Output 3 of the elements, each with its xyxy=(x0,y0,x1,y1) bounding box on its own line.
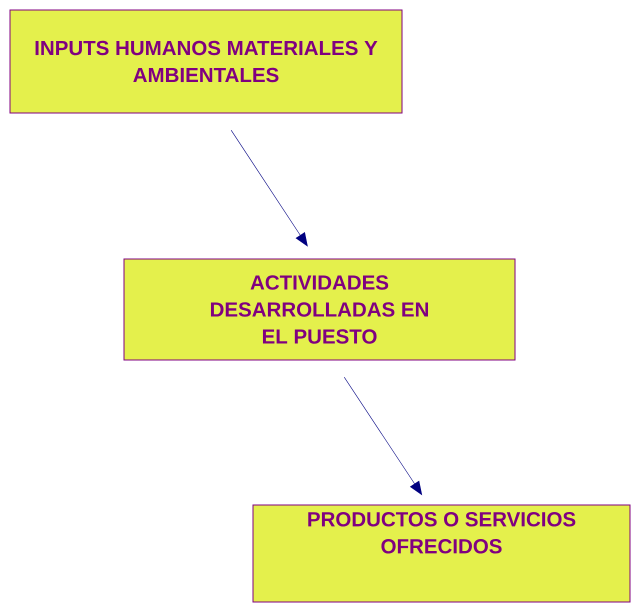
process-box: ACTIVIDADES DESARROLLADAS EN EL PUESTO xyxy=(124,258,516,360)
process-box: PRODUCTOS O SERVICIOS OFRECIDOS xyxy=(252,504,630,602)
process-box: INPUTS HUMANOS MATERIALES Y AMBIENTALES xyxy=(10,10,402,114)
